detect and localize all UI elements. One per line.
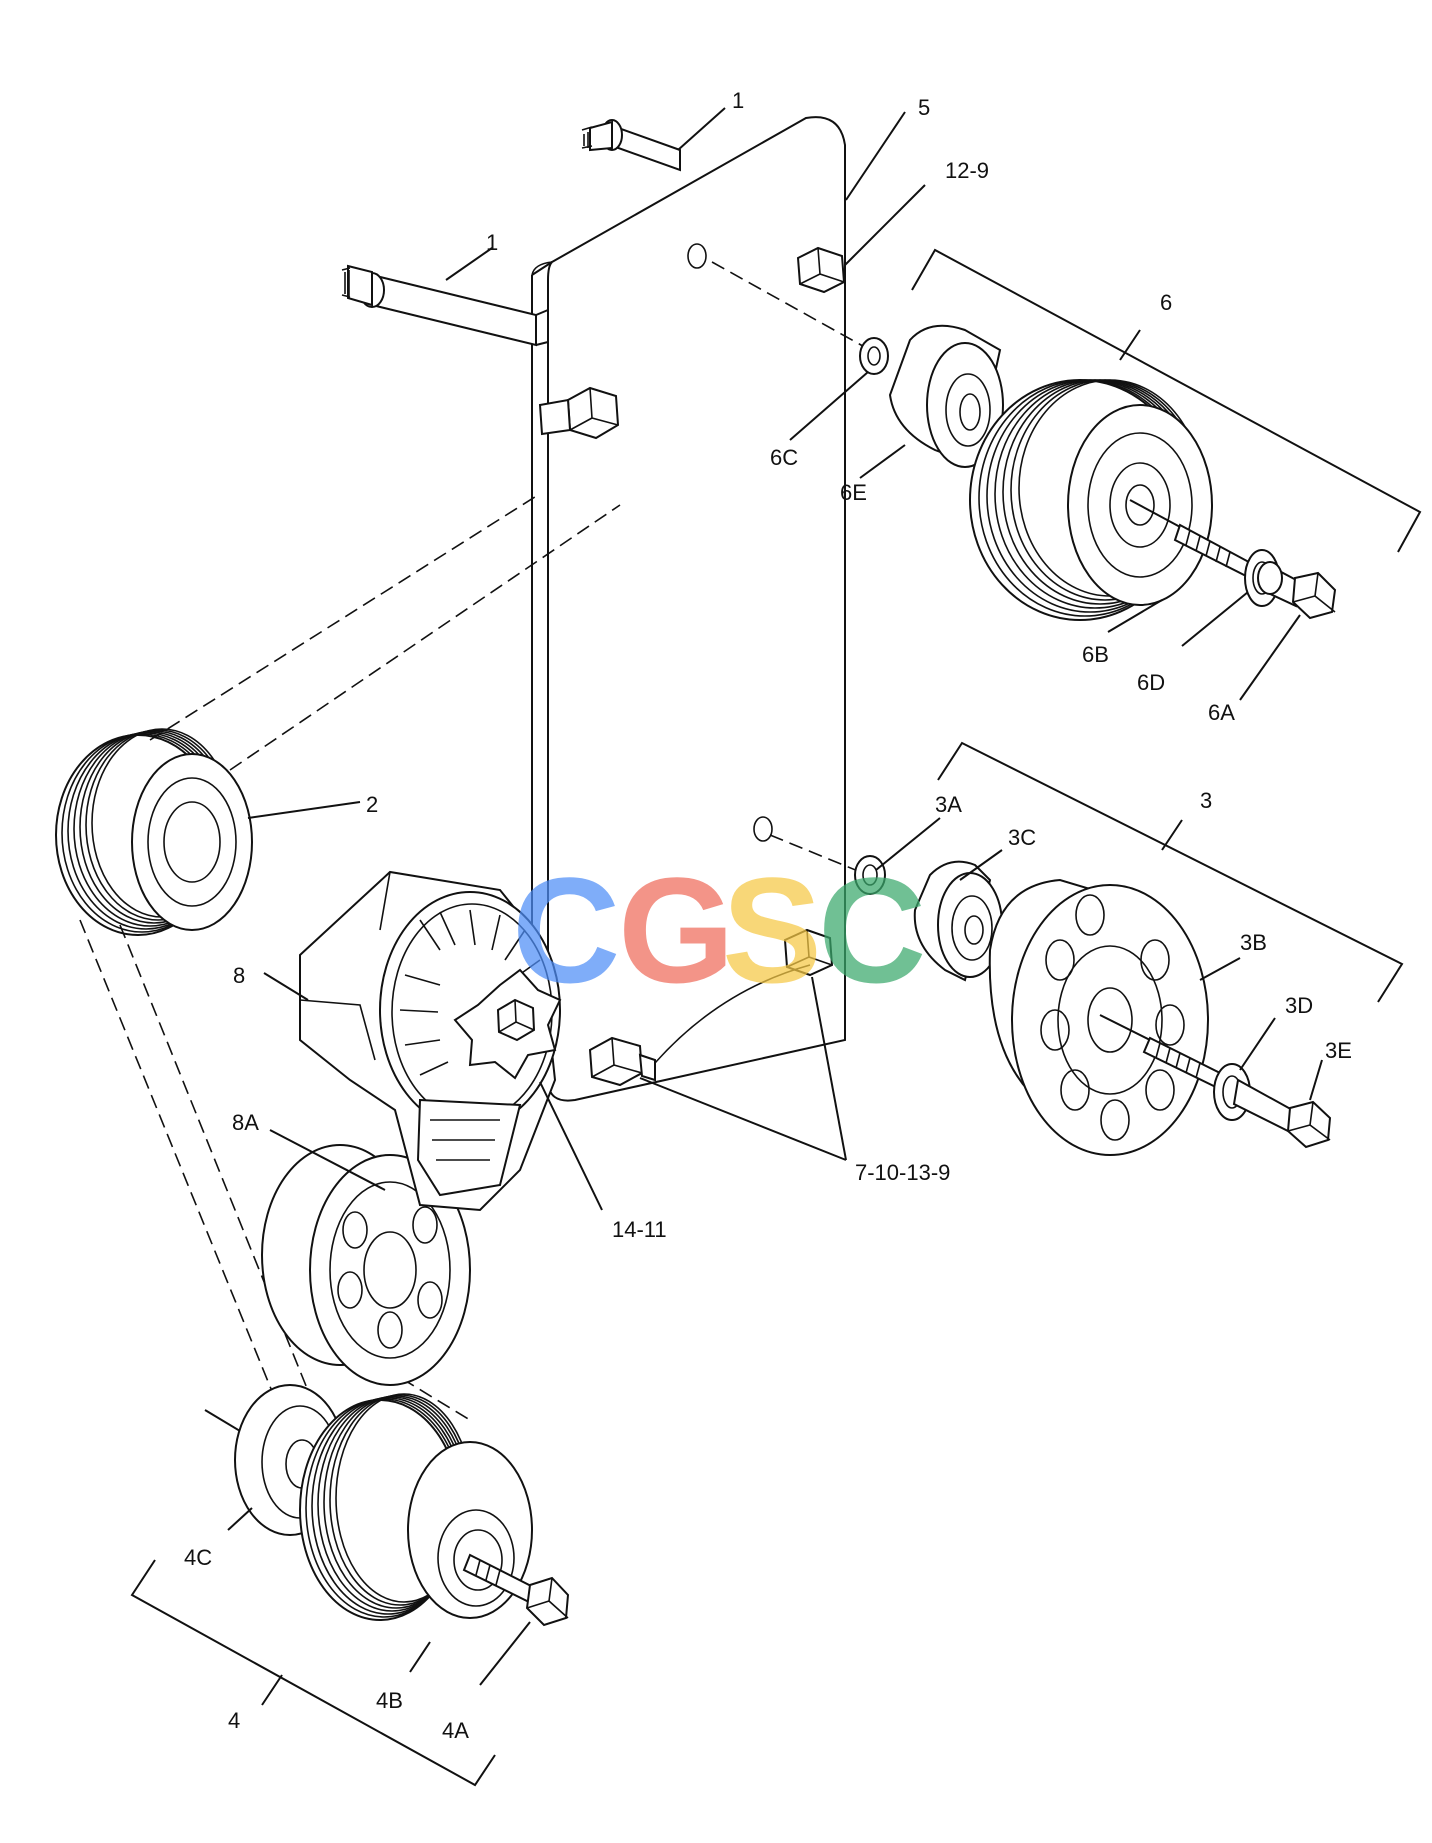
bolt-7-10-13-9-upper (783, 928, 834, 977)
bolt-swing-arc (654, 964, 811, 1064)
callout-8: 8 (233, 963, 245, 988)
callout-3: 3 (1200, 788, 1212, 813)
callout-3D: 3D (1285, 993, 1313, 1018)
callout-6A: 6A (1208, 700, 1235, 725)
bolt-12-9 (796, 246, 846, 294)
callout-3C: 3C (1008, 825, 1036, 850)
idler-assembly-3 (769, 834, 1332, 1156)
callout-6D: 6D (1137, 670, 1165, 695)
plate-hole-bottom (753, 816, 773, 842)
stud-left (341, 264, 549, 347)
watermark-letter-c2: C (818, 846, 926, 1014)
callout-1-top: 1 (732, 88, 744, 113)
callout-4B: 4B (376, 1688, 403, 1713)
callout-6C: 6C (770, 445, 798, 470)
callout-4A: 4A (442, 1718, 469, 1743)
callout-3B: 3B (1240, 930, 1267, 955)
idler-assembly-6 (711, 261, 1337, 621)
bolt-7-10-13-9-lower (588, 1036, 656, 1087)
callout-3A: 3A (935, 792, 962, 817)
callout-4C: 4C (184, 1545, 212, 1570)
leader-lines (130, 107, 1422, 1787)
callout-8A: 8A (232, 1110, 259, 1135)
pulley-assembly-4 (204, 1384, 570, 1627)
watermark-letter-c1: C (512, 846, 620, 1014)
callout-12-9: 12-9 (945, 158, 989, 183)
callout-labels: 1 1 5 12-9 6 6C 6E 6B 6D 6A 2 3 3A 3C 3B… (184, 88, 1352, 1743)
tensioner-8 (261, 870, 562, 1386)
plate-hex-bolt (538, 386, 620, 440)
pulley-2 (55, 728, 253, 936)
plate-hole-top (687, 243, 707, 269)
callout-2: 2 (366, 792, 378, 817)
stud-top (581, 119, 681, 172)
watermark-letter-s: S (722, 846, 822, 1014)
callout-14-11: 14-11 (612, 1217, 667, 1242)
callout-3E: 3E (1325, 1038, 1352, 1063)
watermark-logo: C G S C (512, 846, 926, 1014)
callout-6: 6 (1160, 290, 1172, 315)
callout-1-left: 1 (486, 230, 498, 255)
callout-7-10-13-9: 7-10-13-9 (855, 1160, 950, 1185)
watermark-letter-g: G (618, 846, 735, 1014)
callout-5: 5 (918, 95, 930, 120)
callout-4: 4 (228, 1708, 240, 1733)
callout-6E: 6E (840, 480, 867, 505)
callout-6B: 6B (1082, 642, 1109, 667)
